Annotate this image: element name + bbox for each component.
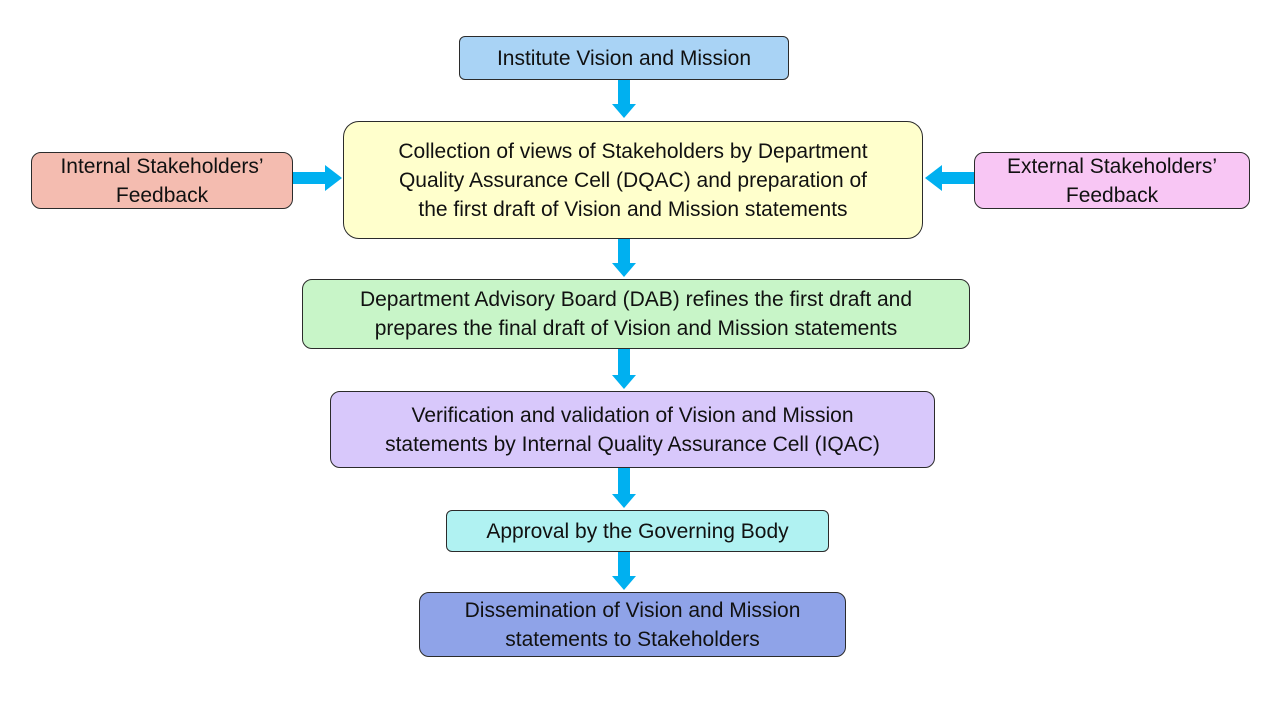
node-collection-of-views: Collection of views of Stakeholders by D… xyxy=(343,121,923,239)
arrow-dab-to-iqac xyxy=(612,349,636,389)
node-department-advisory-board: Department Advisory Board (DAB) refines … xyxy=(302,279,970,349)
node-governing-body-approval: Approval by the Governing Body xyxy=(446,510,829,552)
arrow-internal-to-collection xyxy=(293,165,342,191)
arrow-approval-to-dissemination xyxy=(612,552,636,590)
arrow-external-to-collection xyxy=(925,165,974,191)
node-iqac-verification: Verification and validation of Vision an… xyxy=(330,391,935,468)
node-internal-stakeholders-feedback: Internal Stakeholders’ Feedback xyxy=(31,152,293,209)
node-dissemination: Dissemination of Vision and Mission stat… xyxy=(419,592,846,657)
node-external-stakeholders-feedback: External Stakeholders’ Feedback xyxy=(974,152,1250,209)
arrow-iqac-to-approval xyxy=(612,468,636,508)
node-institute-vision-mission: Institute Vision and Mission xyxy=(459,36,789,80)
arrow-vision-to-collection xyxy=(612,80,636,118)
arrow-collection-to-dab xyxy=(612,239,636,277)
